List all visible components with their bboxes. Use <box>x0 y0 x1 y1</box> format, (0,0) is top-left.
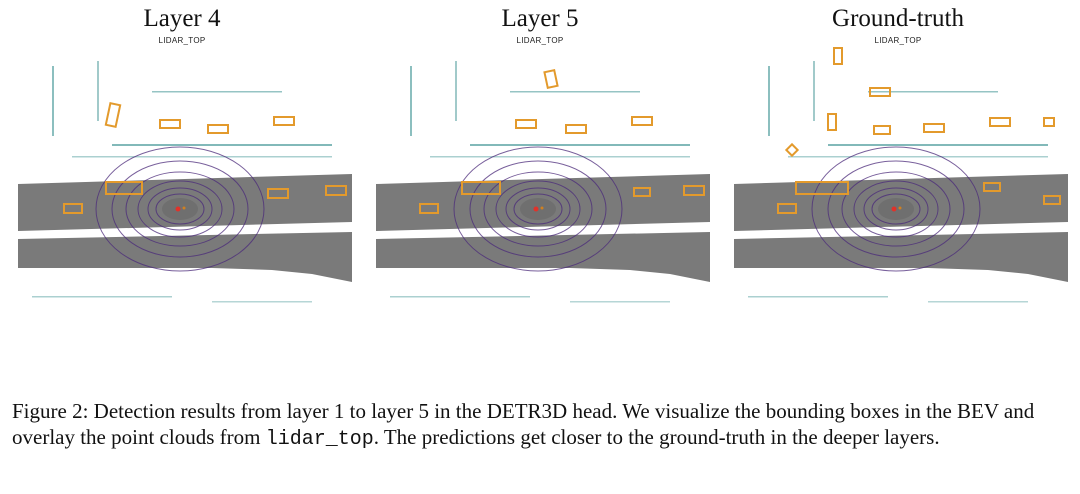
panel-title: Ground-truth <box>832 5 964 32</box>
figure-caption: Figure 2: Detection results from layer 1… <box>12 398 1072 453</box>
bev-plot <box>376 61 710 303</box>
panel-title: Layer 5 <box>501 5 579 32</box>
panel-sensor-label: LIDAR_TOP <box>516 36 564 45</box>
caption-code: lidar_top <box>265 428 374 451</box>
caption-text: Figure 2: Detection results from layer 1… <box>12 399 1035 449</box>
bev-panel-ground-truth: Ground-truth LIDAR_TOP <box>728 0 1068 370</box>
panel-sensor-label: LIDAR_TOP <box>158 36 206 45</box>
panel-sensor-label: LIDAR_TOP <box>874 36 922 45</box>
bev-plot <box>734 47 1068 303</box>
bev-panel-layer-5: Layer 5 LIDAR_TOP <box>370 0 710 370</box>
bev-plot <box>18 61 352 303</box>
panel-title: Layer 4 <box>143 5 221 32</box>
caption-text-end: . The predictions get closer to the grou… <box>373 425 940 449</box>
bev-panel-layer-4: Layer 4 LIDAR_TOP <box>12 0 352 370</box>
